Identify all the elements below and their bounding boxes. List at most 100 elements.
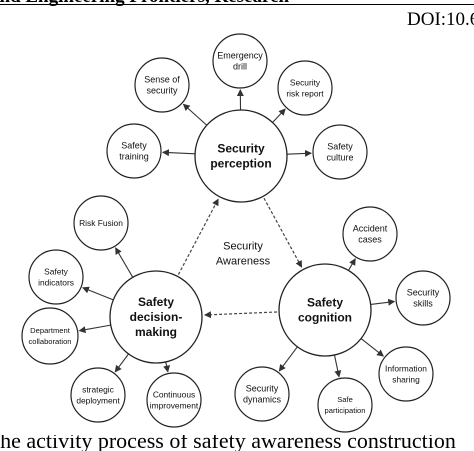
node-label-line: Risk Fusion: [79, 218, 123, 228]
doi-fragment: DOI:10.6: [407, 9, 474, 30]
satellite-circle: [73, 195, 129, 251]
node-label-line: Security: [223, 240, 263, 252]
node-label-line: Security: [407, 288, 440, 298]
edge-perception-to-safety-training: [161, 149, 196, 157]
node-label-line: decision-: [130, 310, 183, 324]
node-label-line: cognition: [298, 311, 352, 325]
node-label-line: skills: [413, 299, 433, 309]
node-label-line: Safety: [44, 266, 69, 276]
node-label-line: Security: [217, 142, 265, 156]
edge-cognition-to-accident-cases: [347, 258, 356, 271]
edge-decision-to-department-collaboration: [78, 324, 111, 334]
node-label-line: Awareness: [216, 255, 271, 267]
node-label-line: security: [146, 86, 178, 96]
caption-fragment: the activity process of safety awareness…: [0, 435, 456, 451]
node-label-line: Safety: [121, 141, 147, 151]
cycle-arrow-cognition-to-decision: [203, 311, 278, 319]
node-label-line: strategic: [82, 384, 114, 394]
satellite-circle: [28, 249, 84, 305]
cycle-arrow-perception-to-cognition: [263, 197, 303, 268]
satellite-circle: [342, 206, 398, 262]
hub-circle: [278, 263, 372, 357]
hub-circle: [194, 109, 288, 203]
node-label-line: training: [119, 152, 149, 162]
node-label-line: cases: [358, 235, 382, 245]
node-label-line: risk report: [286, 88, 324, 98]
satellite-circle: [146, 372, 202, 428]
satellite-node-safe-participation: Safe participation: [317, 377, 373, 433]
edges-layer: [78, 88, 396, 378]
satellite-circle: [70, 367, 126, 423]
satellite-circle: [212, 33, 268, 89]
edge-cognition-to-information-sharing: [360, 338, 385, 357]
edge-perception-to-safety-culture: [286, 149, 313, 157]
edge-cognition-to-security-dynamics: [278, 346, 298, 372]
satellite-circle: [106, 123, 162, 179]
caption-band: the activity process of safety awareness…: [0, 435, 474, 451]
satellite-circle: [312, 124, 368, 180]
satellite-circle: [277, 60, 333, 116]
edge-cognition-to-safe-participation: [333, 354, 342, 378]
satellite-circle: [134, 57, 190, 113]
edge-decision-to-safety-indicators: [81, 286, 114, 301]
node-label-line: Information: [385, 363, 427, 373]
node-label-line: Accident: [353, 224, 388, 234]
node-label-line: Safety: [307, 296, 343, 310]
node-label-line: Continuous: [153, 389, 195, 399]
node-label-line: perception: [210, 157, 271, 171]
header-band: and Engineering Frontiers, Research DOI:…: [0, 0, 474, 34]
node-label-line: indicators: [38, 277, 74, 287]
node-label-line: Security: [246, 384, 279, 394]
satellite-circle: [378, 346, 434, 402]
edge-decision-to-continuous-improvement: [163, 361, 171, 373]
node-label-line: making: [135, 325, 177, 339]
node-label-line: Safe: [337, 395, 353, 404]
node-label-line: culture: [326, 153, 353, 163]
node-label-line: deployment: [76, 395, 120, 405]
edge-cognition-to-security-skills: [370, 298, 396, 306]
node-label-line: improvement: [150, 400, 199, 410]
node-label-line: participation: [325, 406, 366, 415]
satellite-node-department-collaboration: Department collaboration: [21, 307, 79, 365]
satellite-circle: [317, 377, 373, 433]
node-label-line: collaboration: [28, 337, 71, 346]
hub-circle: [109, 270, 203, 364]
journal-title-fragment: and Engineering Frontiers, Research: [0, 0, 289, 8]
edge-decision-to-risk-fusion: [115, 247, 134, 278]
node-label-line: sharing: [392, 374, 420, 384]
satellite-node-risk-fusion: Risk Fusion: [73, 195, 129, 251]
node-label-line: Safety: [327, 142, 353, 152]
node-label-line: Security: [290, 77, 321, 87]
header-rule: [0, 4, 474, 5]
satellite-circle: [21, 307, 79, 365]
satellite-circle: [395, 270, 451, 326]
nodes-layer: SecurityperceptionSafetycognitionSafetyd…: [21, 33, 451, 433]
node-label-line: dynamics: [243, 395, 282, 405]
satellite-circle: [234, 366, 290, 422]
node-label-line: Department: [30, 326, 71, 335]
edge-decision-to-strategic-deployment: [114, 353, 129, 373]
edge-perception-to-security-risk-report: [272, 108, 286, 123]
cycle-arrow-decision-to-perception: [177, 198, 219, 275]
node-label-line: drill: [233, 62, 247, 72]
edge-perception-to-sense-of-security: [182, 103, 208, 126]
node-label-line: Sense of: [144, 75, 180, 85]
node-label-line: Safety: [138, 295, 174, 309]
